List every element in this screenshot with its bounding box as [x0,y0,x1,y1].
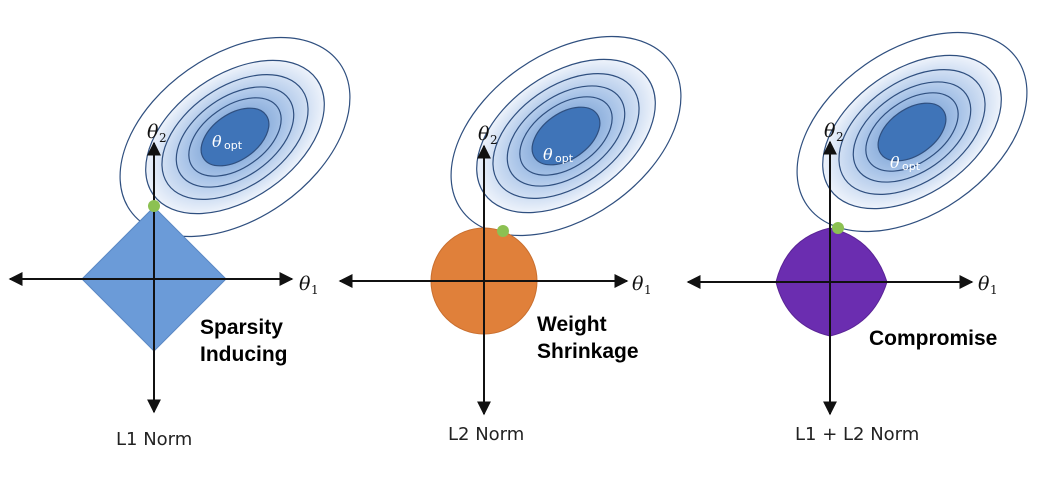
y-axis-label: θ [824,120,836,142]
x-axis-subscript: 1 [311,283,319,297]
tangent-point [497,225,509,237]
region-label-line1: Compromise [869,327,997,350]
region-label-line2: Shrinkage [537,340,639,363]
x-axis-label: θ [978,273,990,295]
loss-contours [796,31,1028,233]
y-axis-subscript: 2 [159,131,167,145]
panel-caption: L1 + L2 Norm [795,424,919,445]
x-axis-subscript: 1 [990,283,998,297]
theta-opt-subscript: opt [555,152,574,165]
theta-opt-subscript: opt [902,160,921,173]
theta-opt-subscript: opt [224,139,243,152]
panel-caption: L2 Norm [448,424,524,445]
y-axis-label: θ [147,121,159,143]
loss-contours [450,35,682,237]
x-axis-label: θ [299,273,311,295]
y-axis-label: θ [478,123,490,145]
theta-opt-symbol: θ [543,145,553,164]
panel-l1: θ opt θ 1 θ 2 Sparsity Inducing L1 Norm [8,36,351,450]
y-axis-subscript: 2 [490,133,498,147]
y-axis-subscript: 2 [836,130,844,144]
region-label-line2: Inducing [200,343,288,366]
theta-opt-symbol: θ [890,153,900,172]
tangent-point [148,200,160,212]
x-axis-label: θ [632,273,644,295]
region-label-line1: Sparsity [200,316,283,339]
theta-opt-symbol: θ [212,132,222,151]
tangent-point [832,222,844,234]
panel-caption: L1 Norm [116,429,192,450]
region-label-line1: Weight [537,313,607,336]
loss-contours [119,36,351,238]
panel-l1-l2: θ opt θ 1 θ 2 Compromise L1 + L2 Norm [686,31,1028,445]
panel-l2: θ opt θ 1 θ 2 Weight Shrinkage L2 Norm [338,35,682,445]
x-axis-subscript: 1 [644,283,652,297]
